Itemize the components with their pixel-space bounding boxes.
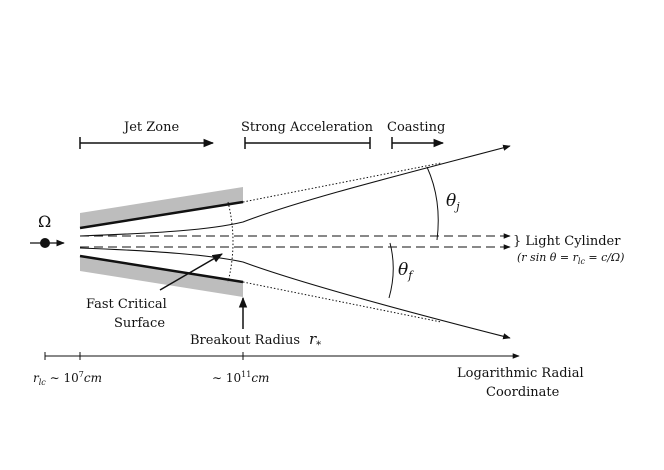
strong-acceleration-label: Strong Acceleration — [241, 120, 374, 135]
lower-wall-edge — [79, 254, 244, 284]
tick-label-rlc: rlc ∼ 107cm — [33, 370, 102, 387]
fast-critical-label-line1: Fast Critical — [86, 297, 167, 312]
fast-critical-pointer — [159, 253, 223, 291]
breakout-radius-label: Breakout Radius — [190, 333, 300, 348]
theta-j-label: θj — [446, 191, 460, 213]
lower-streamline — [79, 247, 511, 340]
lower-wall-shade — [80, 256, 243, 297]
jet-zone-label: Jet Zone — [122, 120, 179, 135]
lower-wall-dotted — [242, 281, 442, 323]
upper-wall-shade — [80, 187, 243, 228]
axis-title-line2: Coordinate — [486, 385, 560, 400]
theta-f-label: θf — [398, 260, 414, 282]
light-cylinder-label: } Light Cylinder — [513, 234, 621, 249]
central-engine-dot — [40, 238, 50, 248]
axis-title-line1: Logarithmic Radial — [457, 366, 584, 381]
light-cylinder-equation: (r sin θ = rlc = c/Ω) — [517, 251, 624, 266]
upper-streamline — [79, 144, 511, 237]
coasting-label: Coasting — [387, 120, 445, 135]
breakout-radius-symbol: r* — [309, 330, 321, 351]
tick-label-1e11: ∼ 1011cm — [212, 370, 269, 385]
upper-wall-edge — [79, 200, 244, 230]
fast-critical-surface — [227, 201, 234, 283]
omega-label: Ω — [38, 212, 51, 231]
theta-j-arc — [426, 166, 439, 241]
upper-wall-dotted — [242, 162, 442, 203]
theta-f-arc — [388, 242, 394, 299]
fast-critical-label-line2: Surface — [114, 316, 165, 331]
